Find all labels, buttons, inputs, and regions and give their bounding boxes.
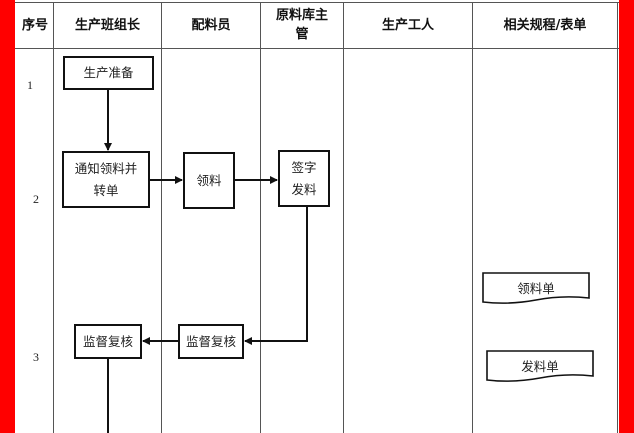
node-review-leader: 监督复核	[74, 324, 142, 359]
node-production-prep: 生产准备	[63, 56, 154, 90]
row-number: 3	[33, 350, 39, 364]
header-divider	[15, 48, 619, 49]
document-label: 发料单	[521, 359, 559, 374]
column-divider	[343, 2, 344, 433]
column-divider	[161, 2, 162, 433]
row-number: 1	[27, 78, 33, 92]
document-label: 领料单	[517, 281, 555, 296]
row-number: 2	[33, 192, 39, 206]
header-material-clerk: 配料员	[191, 17, 231, 33]
document-shape-icon	[482, 272, 590, 304]
table-top-border	[15, 2, 619, 3]
node-receive-material: 领料	[183, 152, 235, 209]
header-docs: 相关规程/表单	[503, 17, 587, 33]
column-divider	[53, 2, 54, 433]
header-warehouse-supervisor: 原料库主管	[276, 8, 329, 42]
column-divider	[260, 2, 261, 433]
document-requisition-form: 领料单	[482, 272, 590, 305]
document-shape-icon	[486, 350, 594, 382]
document-issue-form: 发料单	[486, 350, 594, 383]
header-worker: 生产工人	[381, 17, 434, 33]
header-leader: 生产班组长	[74, 17, 140, 33]
node-notify-requisition: 通知领料并转单	[62, 151, 150, 208]
node-sign-issue: 签字发料	[278, 150, 330, 207]
header-seq: 序号	[22, 17, 49, 33]
node-review-clerk: 监督复核	[178, 324, 244, 359]
column-divider	[472, 2, 473, 433]
column-divider	[617, 2, 618, 433]
